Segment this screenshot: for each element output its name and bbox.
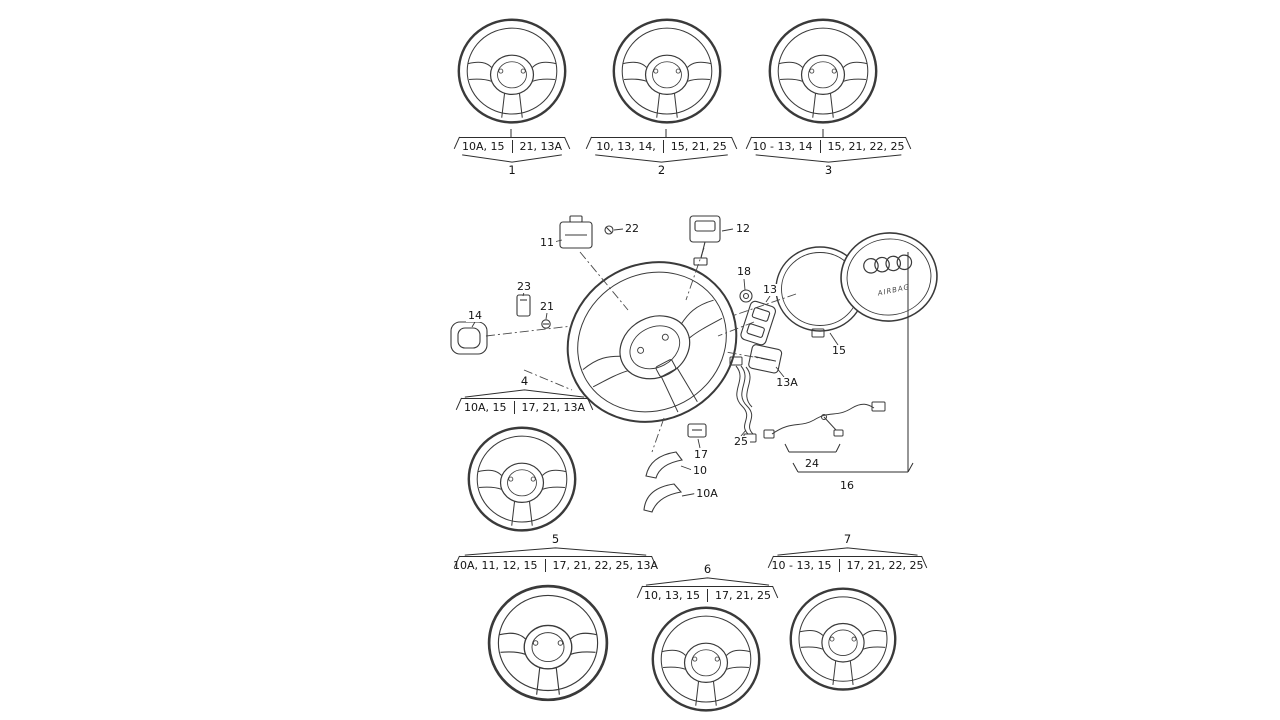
switch-part-11 [559, 215, 593, 249]
part-numbers-right: 17, 21, 22, 25, 13A [552, 559, 658, 572]
variant-number: 4 [520, 374, 529, 388]
diverge-bracket [773, 547, 922, 556]
part-numbers-right: 15, 21, 25 [670, 140, 727, 153]
callout-21: 21 [538, 300, 556, 313]
callout-10a: 10A [694, 487, 720, 500]
label-divider [511, 140, 513, 153]
cover-part-10a [643, 483, 683, 513]
bracket-16 [792, 252, 914, 473]
cover-part-10 [645, 451, 683, 479]
part-numbers-left: 10A, 15 [463, 401, 507, 414]
diverge-bracket [461, 389, 588, 398]
callout-10: 10 [691, 464, 709, 477]
steering-wheel-variant-1 [457, 18, 567, 124]
converge-bracket [591, 154, 732, 163]
callout-12: 12 [734, 222, 752, 235]
part-numbers-left: 10A, 11, 12, 15 [453, 559, 538, 572]
label-divider [819, 140, 821, 153]
callout-22: 22 [623, 222, 641, 235]
diverge-bracket [642, 577, 773, 586]
callout-14: 14 [466, 309, 484, 322]
switch-part-12 [689, 215, 721, 266]
part-number-row: 10A, 15 17, 21, 13A [455, 397, 594, 415]
part-numbers-right: 17, 21, 22, 25 [846, 559, 924, 572]
variant-number: 2 [657, 163, 666, 177]
steering-wheel-variant-3 [768, 18, 878, 124]
callout-16: 16 [838, 479, 856, 492]
clip-part-17 [687, 423, 707, 438]
part-number-row: 10A, 15 21, 13A [453, 136, 571, 154]
variant-number: 1 [508, 163, 516, 177]
callout-13a: 13A [774, 376, 800, 389]
callout-leaders [471, 228, 839, 497]
label-divider [707, 589, 708, 602]
nut-part-18 [739, 289, 753, 303]
part-numbers-right: 21, 13A [519, 140, 563, 153]
wheel-group-4: 4 10A, 15 17, 21, 13A [455, 374, 594, 415]
part-numbers-left: 10, 13, 14, [596, 140, 656, 153]
callout-17: 17 [692, 448, 710, 461]
clip-part-23 [516, 294, 531, 317]
callout-11: 11 [538, 236, 556, 249]
label-divider [513, 401, 515, 414]
steering-wheel-variant-4 [467, 426, 577, 532]
wheel-group-1: 10A, 15 21, 13A 1 [453, 136, 571, 178]
wheel-group-6: 6 10, 13, 15 17, 21, 25 [636, 562, 779, 603]
part-number-row: 10A, 11, 12, 15 17, 21, 22, 25, 13A [453, 555, 658, 573]
part-numbers-left: 10, 13, 15 [644, 589, 700, 602]
switch-part-13 [740, 300, 776, 346]
steering-wheel-variant-5 [487, 584, 609, 702]
audi-rings-icon [863, 254, 913, 274]
label-divider [662, 140, 664, 153]
steering-wheel-variant-2 [612, 18, 722, 124]
callout-24: 24 [803, 457, 821, 470]
part-numbers-left: 10 - 13, 15 [771, 559, 832, 572]
exploded-steering-wheel [566, 261, 738, 423]
bezel-part-14 [450, 321, 488, 355]
callout-15: 15 [830, 344, 848, 357]
callout-25: 25 [732, 435, 750, 448]
converge-bracket [459, 154, 565, 163]
wheel-group-3: 10 - 13, 14 15, 21, 22, 25 3 [745, 136, 912, 178]
switch-part-13a [748, 344, 783, 374]
steering-wheel-variant-7 [789, 587, 897, 691]
wheel-group-2: 10, 13, 14, 15, 21, 25 2 [585, 136, 738, 178]
part-number-row: 10, 13, 15 17, 21, 25 [636, 585, 779, 603]
variant-number: 5 [551, 532, 560, 546]
part-numbers-left: 10A, 15 [461, 140, 505, 153]
converge-bracket [751, 154, 906, 163]
wiring-part-25 [729, 356, 757, 443]
diverge-bracket [459, 547, 652, 556]
callout-23: 23 [515, 280, 533, 293]
part-numbers-right: 15, 21, 22, 25 [827, 140, 905, 153]
part-number-row: 10 - 13, 15 17, 21, 22, 25 [767, 555, 928, 573]
screw-part-21 [541, 319, 551, 329]
label-divider [544, 559, 546, 572]
variant-number: 3 [824, 163, 833, 177]
variant-number: 6 [703, 562, 712, 576]
harness-part-24 [763, 401, 886, 439]
assembly-axis-lines [485, 247, 797, 453]
part-number-row: 10, 13, 14, 15, 21, 25 [585, 136, 738, 154]
wheel-group-7: 7 10 - 13, 15 17, 21, 22, 25 [767, 532, 928, 573]
bracket-24 [784, 443, 841, 453]
part-numbers-left: 10 - 13, 14 [752, 140, 813, 153]
part-numbers-right: 17, 21, 25 [715, 589, 771, 602]
airbag-unit: AIRBAG [840, 232, 938, 322]
part-numbers-right: 17, 21, 13A [521, 401, 586, 414]
callout-13: 13 [761, 283, 779, 296]
label-divider [838, 559, 840, 572]
screw-part-22 [604, 225, 614, 235]
callout-18: 18 [735, 265, 753, 278]
steering-wheel-variant-6 [651, 606, 761, 712]
part-number-row: 10 - 13, 14 15, 21, 22, 25 [745, 136, 912, 154]
wheel-group-5: 5 10A, 11, 12, 15 17, 21, 22, 25, 13A [453, 532, 658, 573]
variant-number: 7 [843, 532, 852, 546]
